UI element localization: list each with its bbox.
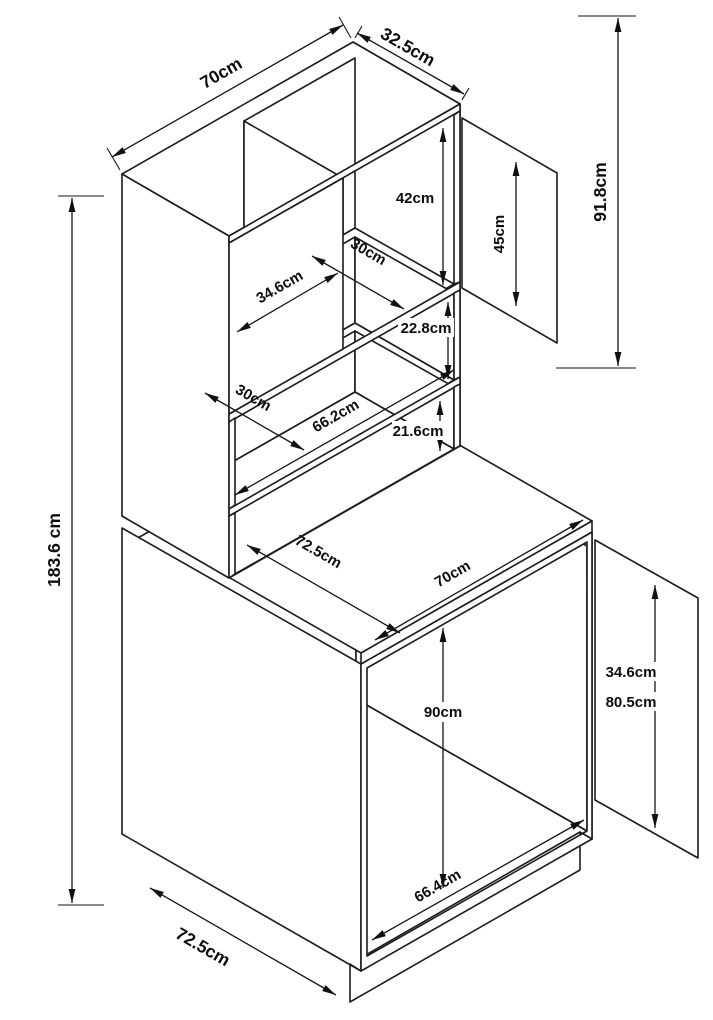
dim-overall-height: 183.6 cm <box>44 513 64 587</box>
upper-door-open <box>461 117 558 344</box>
dim-middle-opening-height: 22.8cm <box>401 320 452 337</box>
dim-base-door-height: 80.5cm <box>606 694 657 711</box>
dim-upper-section-height: 91.8cm <box>590 162 610 221</box>
dim-base-door-width: 34.6cm <box>606 664 657 681</box>
dimension-lines <box>58 15 659 996</box>
dim-upper-opening-height: 42cm <box>396 190 434 207</box>
dim-upper-door-height: 45cm <box>491 215 508 253</box>
dim-base-opening-height: 90cm <box>424 704 462 721</box>
dim-top-width: 70cm <box>197 53 246 93</box>
dim-lower-opening-height: 21.6cm <box>393 423 444 440</box>
